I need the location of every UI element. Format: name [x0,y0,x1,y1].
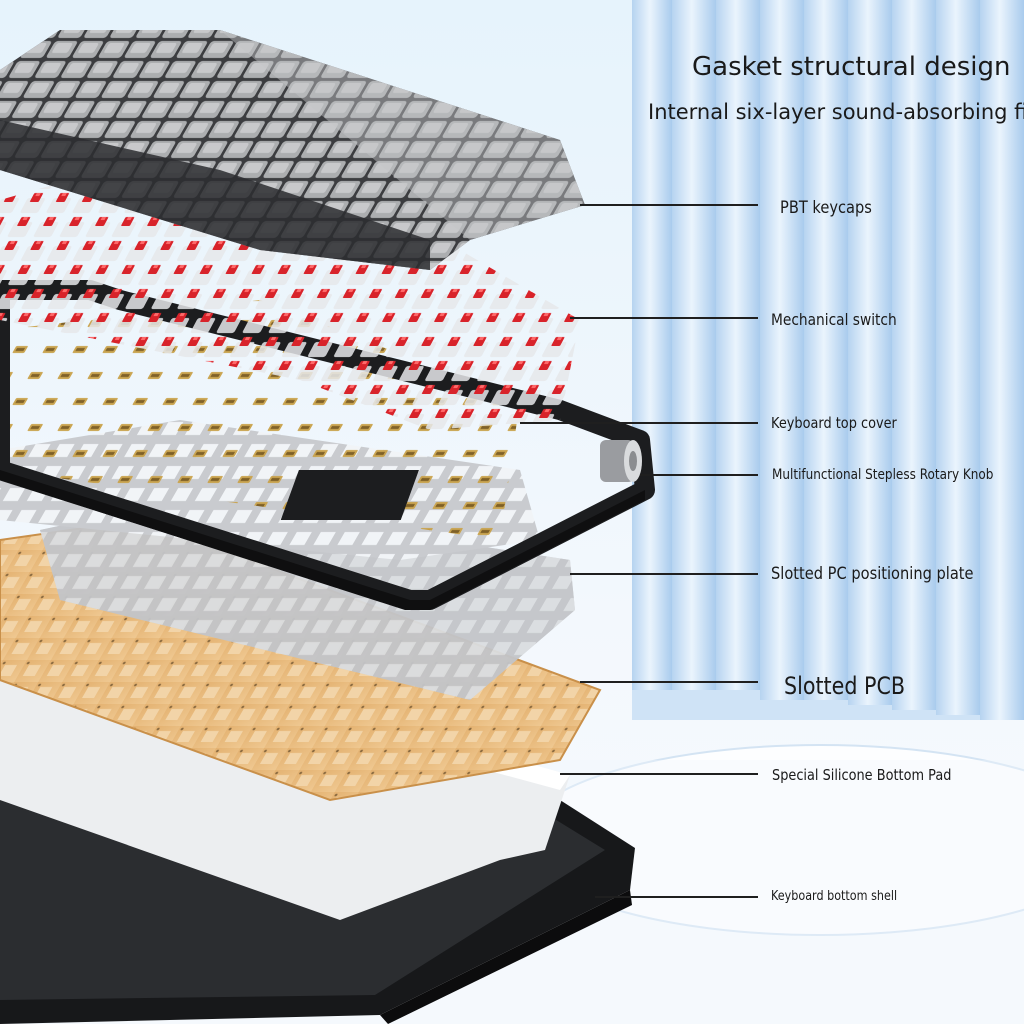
leader-plate [570,573,758,575]
label-switch: Mechanical switch [771,310,897,329]
leader-bottom-shell [595,896,758,898]
label-knob: Multifunctional Stepless Rotary Knob [772,467,994,483]
page-title: Gasket structural design [692,52,1011,82]
rotary-knob [600,440,642,482]
leader-pad [560,773,758,775]
label-pcb: Slotted PCB [784,672,906,700]
page-subtitle: Internal six-layer sound-absorbing filli… [648,100,1024,124]
label-keycaps: PBT keycaps [780,198,872,218]
leader-pcb [580,681,758,683]
leader-top-cover [520,422,758,424]
curtain-backdrop [632,0,1024,720]
leader-knob [640,474,758,476]
label-plate: Slotted PC positioning plate [771,564,974,584]
leader-switch [570,317,758,319]
label-pad: Special Silicone Bottom Pad [772,766,952,784]
label-top-cover: Keyboard top cover [771,414,897,432]
leader-keycaps [580,204,758,206]
label-bottom-shell: Keyboard bottom shell [771,889,898,904]
keycaps-layer [0,30,585,270]
